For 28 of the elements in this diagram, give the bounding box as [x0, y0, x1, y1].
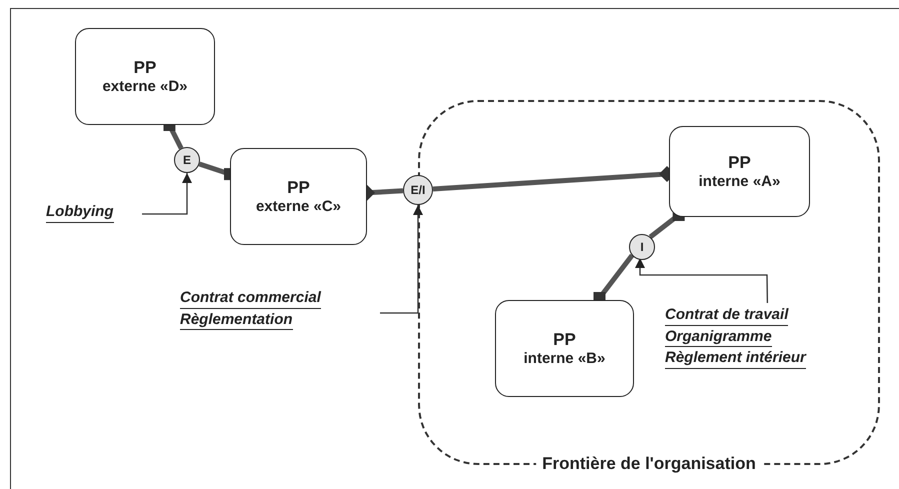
note-text: Contrat commercial	[180, 288, 321, 308]
box-subtitle: externe «D»	[102, 78, 188, 96]
actor-box	[230, 148, 367, 245]
circle-label: I	[640, 240, 644, 254]
relation-circle	[403, 175, 433, 205]
leader-arrow	[635, 258, 768, 303]
box-title: PP	[134, 56, 156, 78]
box-subtitle: interne «A»	[698, 172, 780, 192]
relation-circle	[629, 234, 655, 260]
relation-circle	[174, 147, 200, 173]
leader-arrow	[142, 173, 192, 215]
leader-arrow	[380, 205, 423, 314]
box-title: PP	[553, 328, 576, 350]
circle-label: E	[182, 153, 191, 167]
note-text: Lobbying	[46, 202, 114, 222]
note-text: Règlement intérieur	[665, 348, 806, 368]
actor-box	[75, 28, 215, 125]
actor-box	[495, 300, 634, 397]
box-subtitle: externe «C»	[256, 198, 342, 216]
box-subtitle: interne «B»	[524, 350, 606, 368]
circle-label: E/I	[410, 183, 426, 197]
actor-box	[669, 126, 810, 217]
note-text: Règlementation	[180, 310, 293, 330]
note-text: Contrat de travail	[665, 305, 788, 326]
box-title: PP	[728, 152, 751, 173]
boundary-label: Frontière de l'organisation	[536, 454, 762, 474]
box-title: PP	[287, 176, 310, 198]
note-text: Organigramme	[665, 326, 772, 347]
